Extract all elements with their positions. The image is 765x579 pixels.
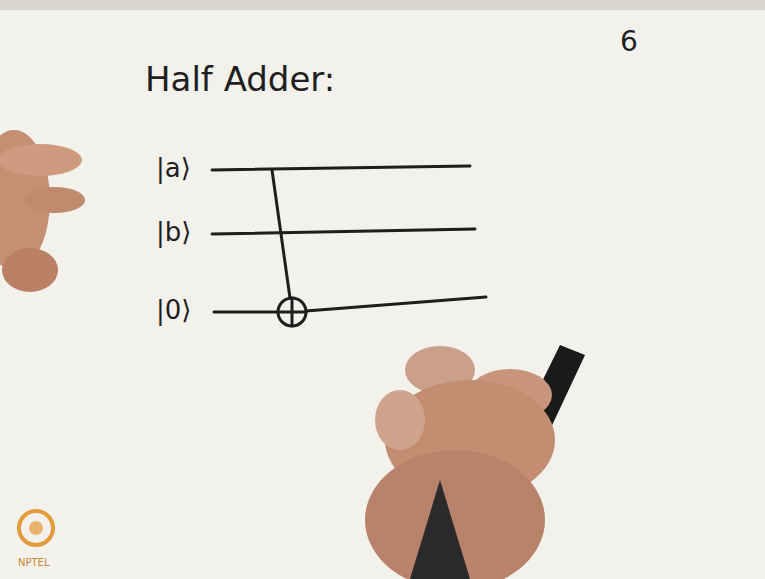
hand-with-pen bbox=[365, 345, 585, 579]
quantum-circuit bbox=[212, 166, 486, 326]
wire-a bbox=[212, 166, 470, 170]
diagram-title: Half Adder: bbox=[145, 62, 335, 96]
paper-edge bbox=[0, 0, 765, 10]
input-ket: |a⟩ bbox=[156, 155, 191, 181]
control-line bbox=[272, 170, 290, 298]
page-number: 6 bbox=[620, 28, 638, 56]
nptel-logo bbox=[19, 511, 53, 545]
hand-left bbox=[0, 130, 85, 292]
xor-target bbox=[278, 298, 306, 326]
xor-cross bbox=[278, 298, 306, 326]
watermark: NPTEL bbox=[18, 558, 50, 568]
wire-b bbox=[212, 229, 475, 234]
wire-target bbox=[214, 297, 486, 312]
input-ket: |b⟩ bbox=[156, 219, 191, 245]
input-ket: |0⟩ bbox=[156, 297, 191, 323]
